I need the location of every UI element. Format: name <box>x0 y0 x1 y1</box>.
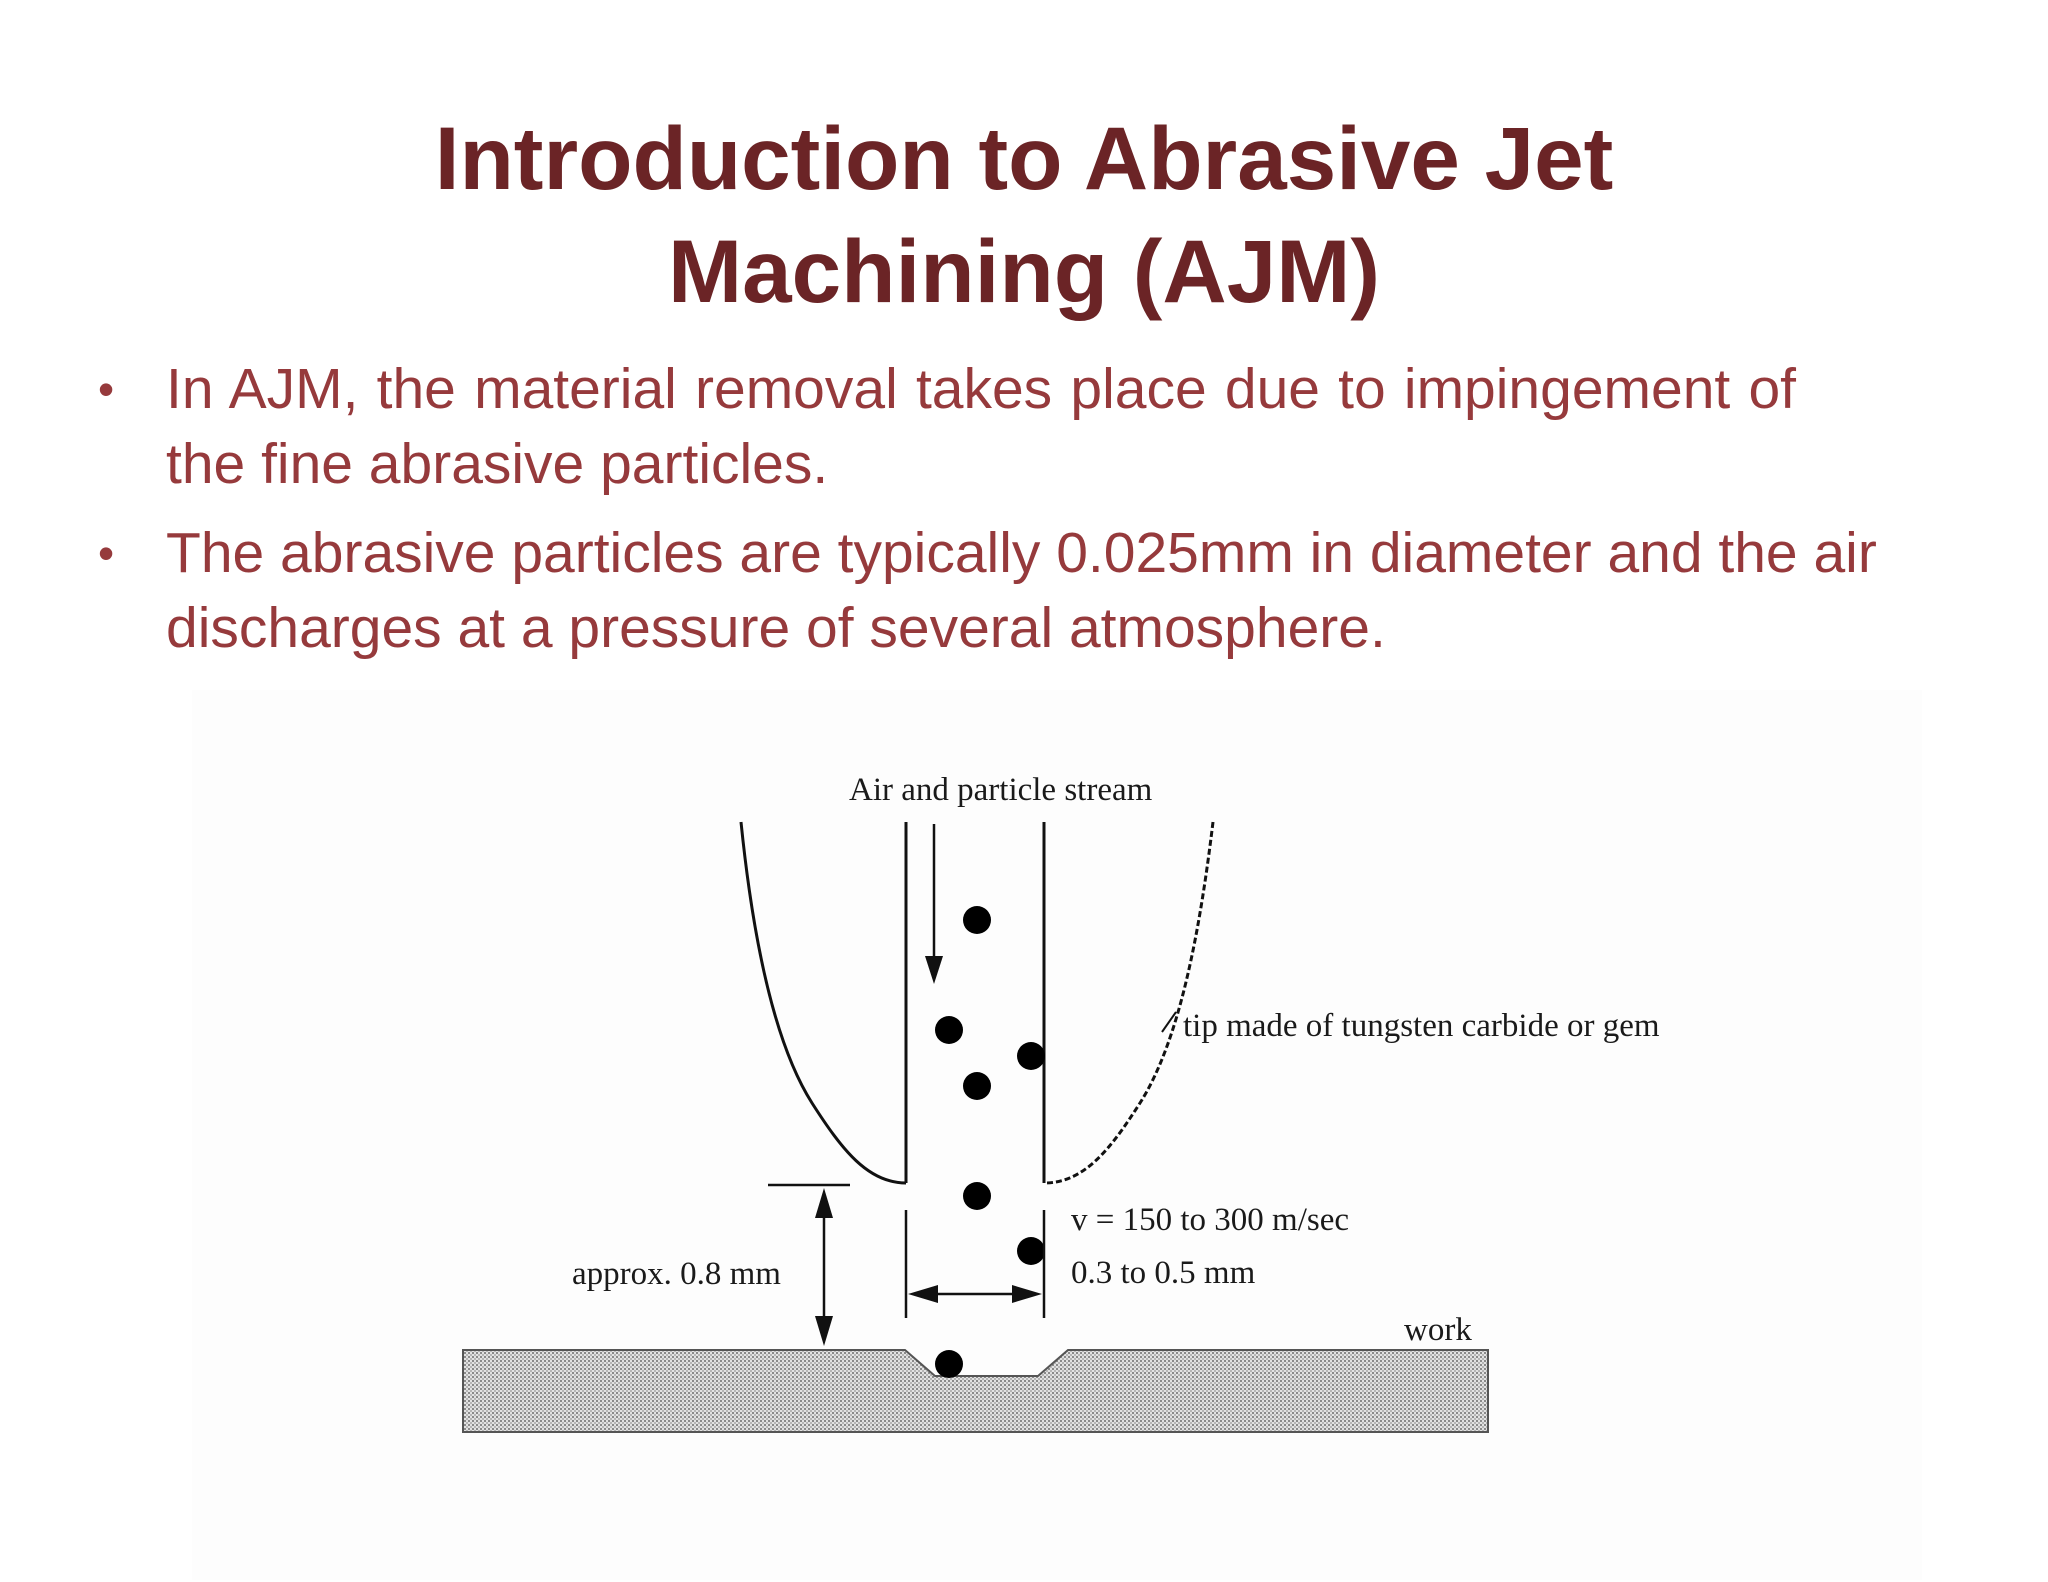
slide-title-line-1: Introduction to Abrasive Jet <box>434 108 1614 208</box>
width-label: 0.3 to 0.5 mm <box>1071 1255 1256 1291</box>
nozzle-tip-right <box>1043 821 1215 1185</box>
workpiece <box>462 1349 1489 1433</box>
gap-label: approx. 0.8 mm <box>572 1256 781 1292</box>
width-arrow-right <box>1012 1285 1042 1303</box>
bullet-item-1: • In AJM, the material removal takes pla… <box>88 352 1988 502</box>
work-label: work <box>1404 1312 1472 1348</box>
tip-pointer <box>1161 1011 1177 1033</box>
stream-label: Air and particle stream <box>849 772 1153 808</box>
bullet-text-1: In AJM, the material removal takes place… <box>166 357 1796 496</box>
bullet-list: • In AJM, the material removal takes pla… <box>88 352 1988 680</box>
particle <box>963 1072 991 1100</box>
particle <box>1017 1042 1045 1070</box>
gap-arrow-up <box>815 1188 833 1218</box>
width-arrow-left <box>908 1285 938 1303</box>
gap-arrow-down <box>815 1316 833 1346</box>
bullet-marker-icon: • <box>98 363 115 415</box>
slide-title-line-2: Machining (AJM) <box>668 221 1380 321</box>
particle <box>1017 1237 1045 1265</box>
stream-arrow-head <box>925 956 943 984</box>
bullet-text-2: The abrasive particles are typically 0.0… <box>166 521 1877 660</box>
particle <box>935 1350 963 1378</box>
velocity-label: v = 150 to 300 m/sec <box>1071 1202 1349 1238</box>
slide-title: Introduction to Abrasive Jet Machining (… <box>0 102 2048 328</box>
bullet-marker-icon: • <box>98 527 115 579</box>
particle <box>963 906 991 934</box>
nozzle-tip-left <box>739 821 907 1185</box>
particle <box>963 1182 991 1210</box>
particle <box>935 1016 963 1044</box>
tip-label: tip made of tungsten carbide or gem <box>1183 1008 1660 1044</box>
bullet-item-2: • The abrasive particles are typically 0… <box>88 516 1988 666</box>
